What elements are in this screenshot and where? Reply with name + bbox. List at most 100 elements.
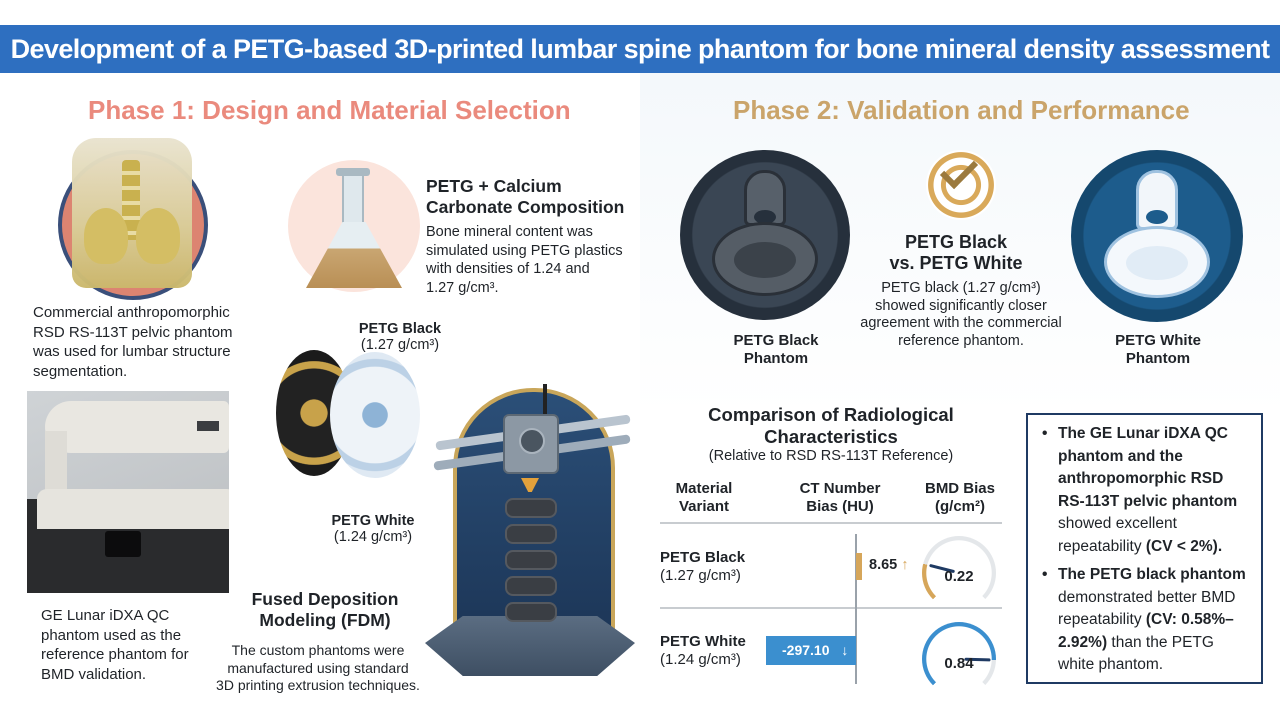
dxa-caption-line: reference phantom for (41, 646, 189, 663)
finding-item: The GE Lunar iDXA QC phantom and the ant… (1036, 423, 1253, 558)
fdm-body: The custom phantoms were manufactured us… (198, 642, 438, 695)
fdm-heading: Fused Deposition Modeling (FDM) (236, 589, 414, 631)
pelvis-caption: Commercial anthropomorphic RSD RS-113T p… (33, 303, 233, 381)
composition-body-line: with densities of 1.24 and (426, 261, 590, 277)
pelvis-caption-line: Commercial anthropomorphic (33, 304, 230, 321)
vertebra-black-canal (754, 210, 776, 224)
bmd-bias-value-white: 0.84 (944, 655, 974, 672)
table-row-divider (660, 607, 1002, 609)
pelvis-caption-line: segmentation. (33, 362, 128, 380)
header-line: BMD Bias (924, 480, 995, 497)
header-material-variant: Material Variant (664, 480, 744, 516)
white-phantom-label: PETG White Phantom (1098, 332, 1218, 368)
white-phantom-label-line: Phantom (1125, 350, 1191, 367)
versus-body-line: reference phantom. (898, 332, 1024, 349)
finding-emphasis: The GE Lunar iDXA QC phantom and the ant… (1058, 425, 1238, 510)
row-name: PETG Black (660, 549, 746, 566)
dxa-caption: GE Lunar iDXA QC phantom used as the ref… (41, 606, 189, 684)
finding-emphasis: The PETG black phantom (1058, 566, 1246, 583)
spool-white-density: (1.24 g/cm³) (333, 529, 413, 545)
row-density: (1.27 g/cm³) (660, 567, 741, 584)
3d-printer-icon (425, 384, 635, 688)
arrow-up-icon: ↑ (901, 557, 909, 573)
versus-heading-line: PETG Black (904, 232, 1008, 252)
comparison-title: Comparison of Radiological Characteristi… (660, 404, 1002, 448)
versus-heading-line: vs. PETG White (889, 253, 1023, 273)
composition-heading-line: Carbonate Composition (426, 197, 625, 217)
ct-bias-value-white-text: -297.10 (782, 642, 830, 658)
printed-vertebra (505, 576, 557, 596)
printer-cable (543, 384, 547, 416)
ct-bias-zero-axis (855, 534, 857, 684)
printed-vertebra (505, 550, 557, 570)
printed-vertebra (505, 602, 557, 622)
petg-white-spool-icon (330, 352, 420, 478)
arrow-down-icon: ↓ (841, 642, 849, 658)
versus-body: PETG black (1.27 g/cm³) showed significa… (846, 280, 1076, 350)
comparison-subtitle: (Relative to RSD RS-113T Reference) (708, 448, 954, 464)
bmd-bias-gauge-white (922, 622, 996, 696)
target-check-icon (926, 150, 996, 220)
spool-white-label: PETG White (1.24 g/cm³) (318, 513, 428, 545)
findings-list: The GE Lunar iDXA QC phantom and the ant… (1036, 423, 1253, 677)
finding-text: than the PETG white phantom. (1058, 633, 1214, 674)
fan-icon (519, 428, 545, 454)
black-phantom-label: PETG Black Phantom (716, 332, 836, 368)
dxa-scanner-panel (197, 421, 219, 431)
header-ct-bias: CT Number Bias (HU) (788, 480, 892, 516)
ct-bias-value-black-text: 8.65 (869, 557, 898, 573)
versus-heading: PETG Black vs. PETG White (866, 232, 1046, 274)
fdm-body-line: 3D printing extrusion techniques. (216, 677, 420, 693)
header-bmd-bias: BMD Bias (g/cm²) (918, 480, 1002, 516)
header-line: CT Number (799, 480, 881, 497)
title-bar: Development of a PETG-based 3D-printed l… (0, 25, 1280, 73)
qc-phantom-block (105, 531, 141, 557)
vertebra-white-canal (1146, 210, 1168, 224)
header-line: Variant (678, 498, 730, 515)
composition-body-line: 1.27 g/cm³. (426, 279, 499, 296)
dxa-scanner-photo (27, 391, 229, 593)
bmd-bias-value-black: 0.22 (944, 568, 974, 585)
fdm-body-line: manufactured using standard (227, 659, 409, 676)
dxa-caption-line: phantom used as the (41, 626, 182, 644)
header-line: (g/cm²) (935, 498, 985, 515)
black-phantom-label-line: Phantom (743, 350, 809, 367)
page-title: Development of a PETG-based 3D-printed l… (10, 33, 1270, 64)
finding-emphasis: (CV: 0.58%–2.92%) (1058, 611, 1234, 651)
comparison-title-line: Comparison of Radiological (708, 404, 954, 425)
composition-body: Bone mineral content was simulated using… (426, 223, 623, 297)
printer-bed (425, 616, 635, 676)
ct-bias-bar-black (856, 553, 862, 580)
versus-body-line: PETG black (1.27 g/cm³) (881, 280, 1041, 296)
fdm-body-line: The custom phantoms were (231, 642, 405, 658)
finding-item: The PETG black phantom demonstrated bett… (1036, 564, 1253, 677)
pelvic-phantom-spine (122, 160, 140, 240)
header-line: Material (675, 480, 733, 497)
vertebra-black-body-inner (734, 242, 796, 278)
composition-body-line: simulated using PETG plastics (426, 242, 623, 259)
white-phantom-label-line: PETG White (1115, 332, 1201, 349)
versus-body-line: showed significantly closer (875, 297, 1047, 314)
row-density: (1.24 g/cm³) (660, 651, 741, 668)
dxa-caption-line: BMD validation. (41, 665, 147, 683)
pelvic-phantom-ilium-right (136, 208, 180, 264)
table-header-divider (660, 522, 1002, 524)
table-row-white-label: PETG White (1.24 g/cm³) (660, 633, 746, 669)
table-row-black-label: PETG Black (1.27 g/cm³) (660, 549, 745, 585)
printed-spine-model (505, 498, 557, 628)
finding-emphasis: (CV < 2%). (1145, 537, 1223, 555)
black-phantom-label-line: PETG Black (733, 332, 819, 349)
pelvis-caption-line: was used for lumbar structure (33, 343, 231, 360)
phase2-title: Phase 2: Validation and Performance (733, 95, 1190, 125)
versus-body-line: agreement with the commercial (860, 315, 1062, 331)
flask-icon (342, 172, 364, 224)
header-line: Bias (HU) (806, 498, 874, 515)
dxa-scanner-table (37, 489, 229, 529)
finding-text: demonstrated better BMD repeatability (1058, 588, 1236, 629)
fdm-heading-line: Fused Deposition (251, 589, 399, 609)
printed-vertebra (505, 498, 557, 518)
finding-text: showed excellent repeatability (1058, 515, 1177, 555)
ct-bias-bar-white: -297.10 ↓ (766, 636, 856, 665)
spool-black-name: PETG Black (358, 321, 442, 337)
pelvis-caption-line: RSD RS-113T pelvic phantom (33, 323, 233, 341)
